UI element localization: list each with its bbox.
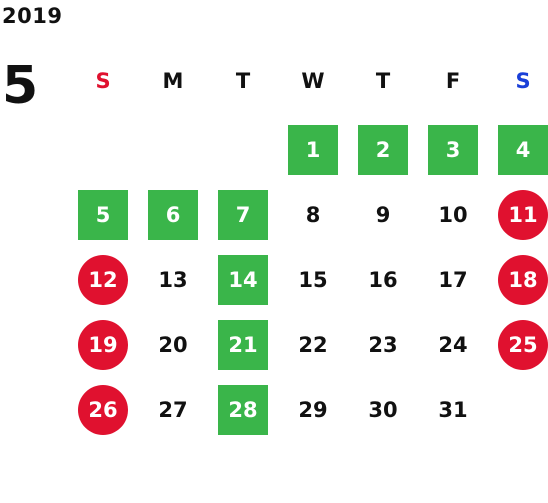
day-cell-31[interactable]: 31	[438, 398, 468, 422]
day-cell-5[interactable]: 5	[78, 190, 128, 240]
weekday-tuesday: T	[235, 69, 251, 93]
weekday-monday: M	[162, 69, 184, 93]
day-cell-30[interactable]: 30	[368, 398, 398, 422]
day-cell-4[interactable]: 4	[498, 125, 548, 175]
day-cell-10[interactable]: 10	[438, 203, 468, 227]
day-cell-16[interactable]: 16	[368, 268, 398, 292]
day-cell-8[interactable]: 8	[305, 203, 321, 227]
day-cell-22[interactable]: 22	[298, 333, 328, 357]
day-cell-12[interactable]: 12	[78, 255, 128, 305]
day-cell-9[interactable]: 9	[375, 203, 391, 227]
day-cell-21[interactable]: 21	[218, 320, 268, 370]
day-cell-23[interactable]: 23	[368, 333, 398, 357]
weekday-friday: F	[445, 69, 461, 93]
day-cell-26[interactable]: 26	[78, 385, 128, 435]
weekday-wednesday: W	[301, 69, 325, 93]
day-cell-17[interactable]: 17	[438, 268, 468, 292]
day-cell-19[interactable]: 19	[78, 320, 128, 370]
weekday-sunday: S	[95, 69, 111, 93]
day-cell-7[interactable]: 7	[218, 190, 268, 240]
day-cell-28[interactable]: 28	[218, 385, 268, 435]
day-cell-27[interactable]: 27	[158, 398, 188, 422]
weekday-header: S M T W T F S	[68, 66, 548, 96]
month-number: 5	[2, 56, 39, 116]
day-cell-20[interactable]: 20	[158, 333, 188, 357]
day-cell-15[interactable]: 15	[298, 268, 328, 292]
day-cell-13[interactable]: 13	[158, 268, 188, 292]
year-label: 2019	[2, 4, 63, 28]
day-cell-29[interactable]: 29	[298, 398, 328, 422]
day-cell-24[interactable]: 24	[438, 333, 468, 357]
day-cell-1[interactable]: 1	[288, 125, 338, 175]
day-cell-25[interactable]: 25	[498, 320, 548, 370]
day-cell-6[interactable]: 6	[148, 190, 198, 240]
day-cell-2[interactable]: 2	[358, 125, 408, 175]
day-cell-3[interactable]: 3	[428, 125, 478, 175]
weekday-thursday: T	[375, 69, 391, 93]
day-cell-18[interactable]: 18	[498, 255, 548, 305]
day-cell-11[interactable]: 11	[498, 190, 548, 240]
day-cell-14[interactable]: 14	[218, 255, 268, 305]
weekday-saturday: S	[515, 69, 531, 93]
